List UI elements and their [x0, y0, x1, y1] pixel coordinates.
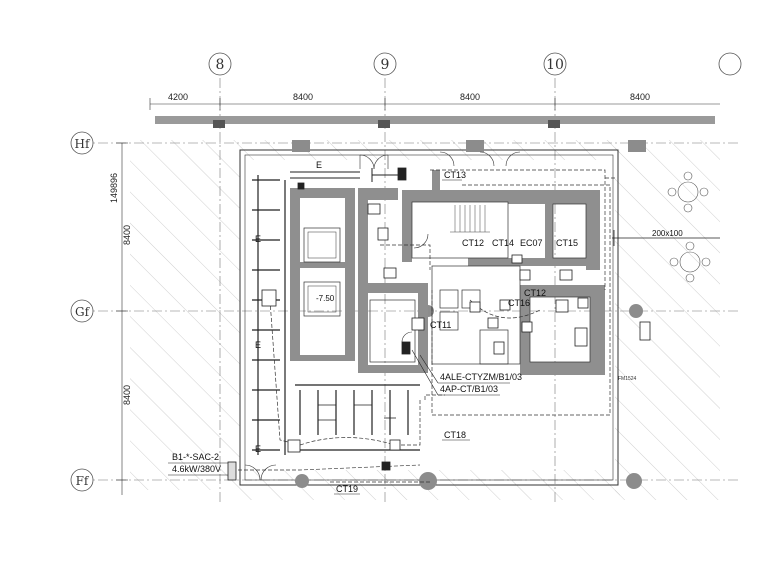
axis-bubble-partial: [718, 52, 742, 76]
axis-bubble-ff: Ff: [70, 468, 94, 492]
e-marker-2: E: [255, 234, 261, 244]
svg-text:8400: 8400: [460, 92, 480, 102]
axis-bubble-gf: Gf: [70, 299, 94, 323]
e-marker-4: E: [255, 444, 261, 454]
svg-text:8400: 8400: [293, 92, 313, 102]
tag-unit-id: B1-*-SAC-2: [172, 452, 219, 462]
tag-ct11: CT11: [430, 320, 451, 330]
svg-text:8: 8: [216, 57, 225, 73]
e-markers: E E E E: [255, 160, 322, 454]
leader-lines: [168, 179, 510, 495]
axis-bubble-9: 9: [373, 52, 397, 76]
svg-text:4200: 4200: [168, 92, 188, 102]
tag-door: FM1524: [618, 376, 637, 382]
svg-text:149896: 149896: [109, 173, 119, 203]
tag-ct16: CT16: [508, 298, 530, 308]
doors: [244, 151, 521, 481]
tag-ct15: CT15: [556, 238, 578, 248]
axis-bubble-8: 8: [208, 52, 232, 76]
top-beam: [155, 116, 715, 128]
tag-ct13: CT13: [444, 170, 466, 180]
left-dimension: 149896 8400 8400: [109, 142, 132, 495]
tag-ec07: EC07: [520, 238, 543, 248]
e-marker-1: E: [316, 160, 322, 170]
stair: [450, 205, 490, 233]
svg-text:8400: 8400: [122, 385, 132, 405]
tag-ct12b: CT12: [524, 288, 546, 298]
top-dimension: 4200 8400 8400 8400: [149, 92, 720, 110]
axis-bubble-hf: Hf: [70, 131, 94, 155]
svg-text:10: 10: [546, 57, 564, 73]
plaza-furniture: [667, 171, 711, 283]
top-racks: [290, 168, 400, 182]
tag-panel-1: 4ALE-CTYZM/B1/03: [440, 372, 522, 382]
tag-ct18: CT18: [444, 430, 466, 440]
equipment: [227, 167, 651, 481]
tag-ct12: CT12: [462, 238, 484, 248]
svg-text:Ff: Ff: [76, 474, 90, 488]
left-racks: [252, 175, 286, 455]
e-marker-3: E: [255, 340, 261, 350]
tag-unit-power: 4.6kW/380V: [172, 464, 221, 474]
svg-text:8400: 8400: [122, 225, 132, 245]
circuit-tags: CT13 CT12 CT14 EC07 CT15 CT12 CT16 CT11 …: [172, 170, 683, 494]
svg-text:Gf: Gf: [75, 305, 91, 319]
tag-level: -7.50: [316, 294, 335, 303]
svg-text:8400: 8400: [630, 92, 650, 102]
bus-duct: [612, 230, 720, 246]
svg-text:Hf: Hf: [75, 137, 91, 151]
svg-text:9: 9: [381, 57, 390, 73]
tag-panel-2: 4AP-CT/B1/03: [440, 384, 498, 394]
tag-ct19: CT19: [336, 484, 358, 494]
tag-bus: 200x100: [652, 229, 683, 238]
tag-ct14: CT14: [492, 238, 514, 248]
axis-bubble-10: 10: [543, 52, 567, 76]
core-walls: [290, 170, 605, 375]
bottom-racks: [292, 384, 420, 451]
